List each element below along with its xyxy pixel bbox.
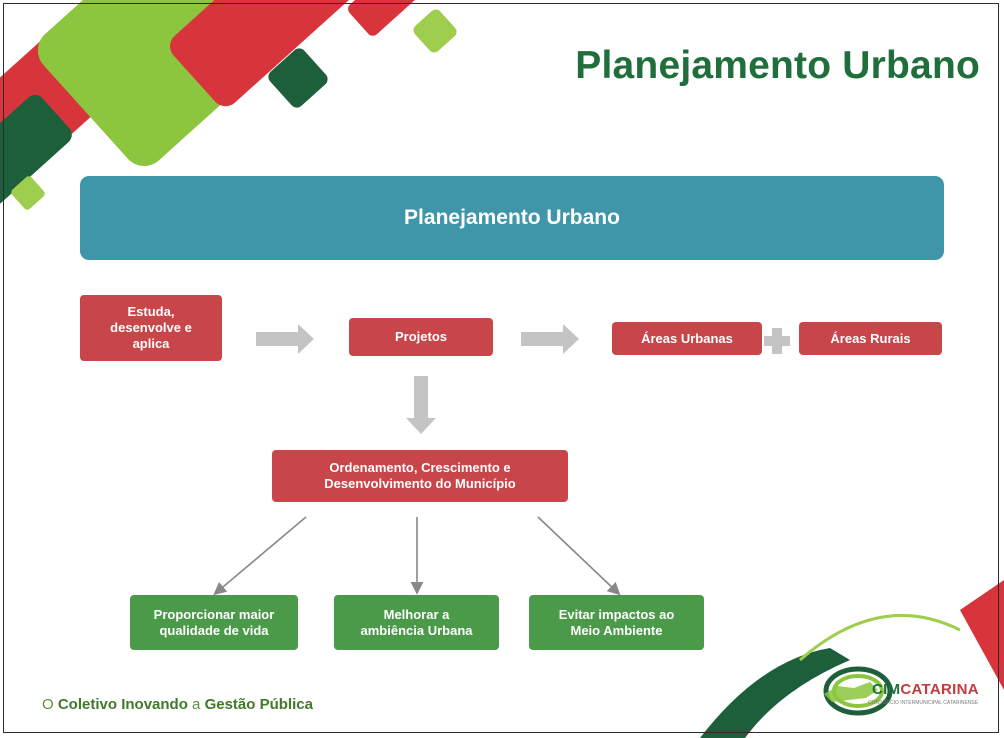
logo-wordmark: CIMCATARINA	[872, 681, 979, 698]
box-projects: Projetos	[349, 318, 493, 356]
plus-icon	[764, 328, 790, 354]
logo-name-part: CIM	[872, 681, 901, 698]
deco-shape-dark-green-left	[0, 95, 72, 205]
slogan-part: Coletivo	[57, 696, 118, 713]
footer-slogan: O Coletivo Inovando a Gestão Pública	[42, 696, 313, 713]
banner-heading: Planejamento Urbano	[80, 176, 944, 260]
logo-subtitle: CONSÓRCIO INTERMUNICIPAL CATARINENSE	[868, 700, 979, 706]
deco-shape-red-small-top	[348, 0, 422, 36]
arrow-right-icon	[256, 324, 314, 354]
deco-shape-lime-large	[37, 0, 283, 167]
connector-line-left	[213, 516, 307, 596]
box-study-develop-apply: Estuda, desenvolve e aplica	[80, 295, 222, 361]
box-ordering-growth: Ordenamento, Crescimento e Desenvolvimen…	[272, 450, 568, 502]
box-outcome-quality-of-life: Proporcionar maior qualidade de vida	[130, 595, 298, 650]
deco-swoosh-lime-line	[799, 613, 961, 662]
box-outcome-environment: Evitar impactos ao Meio Ambiente	[529, 595, 704, 650]
box-urban-areas: Áreas Urbanas	[612, 322, 762, 355]
arrow-right-icon	[521, 324, 579, 354]
deco-swoosh-dark-green	[700, 648, 850, 738]
deco-shape-lime-small	[413, 9, 457, 53]
deco-shape-dark-green-small	[268, 48, 328, 108]
deco-shape-lime-left-small	[11, 176, 45, 210]
slogan-part: a	[187, 696, 205, 713]
connector-line-right	[537, 516, 621, 596]
deco-red-corner	[960, 580, 1004, 690]
logo-name-part: CATARINA	[900, 681, 979, 698]
corner-decoration-top-left	[0, 0, 457, 210]
deco-shape-red-band	[170, 0, 360, 107]
cimcatarina-logo-mark	[823, 666, 893, 716]
slogan-part: Inovando	[121, 696, 188, 713]
slogan-part: O	[42, 696, 58, 713]
slogan-part: Gestão Pública	[204, 696, 313, 713]
page-title: Planejamento Urbano	[575, 44, 980, 87]
arrow-down-icon	[406, 376, 436, 434]
box-outcome-urban-ambience: Melhorar a ambiência Urbana	[334, 595, 499, 650]
box-rural-areas: Áreas Rurais	[799, 322, 942, 355]
